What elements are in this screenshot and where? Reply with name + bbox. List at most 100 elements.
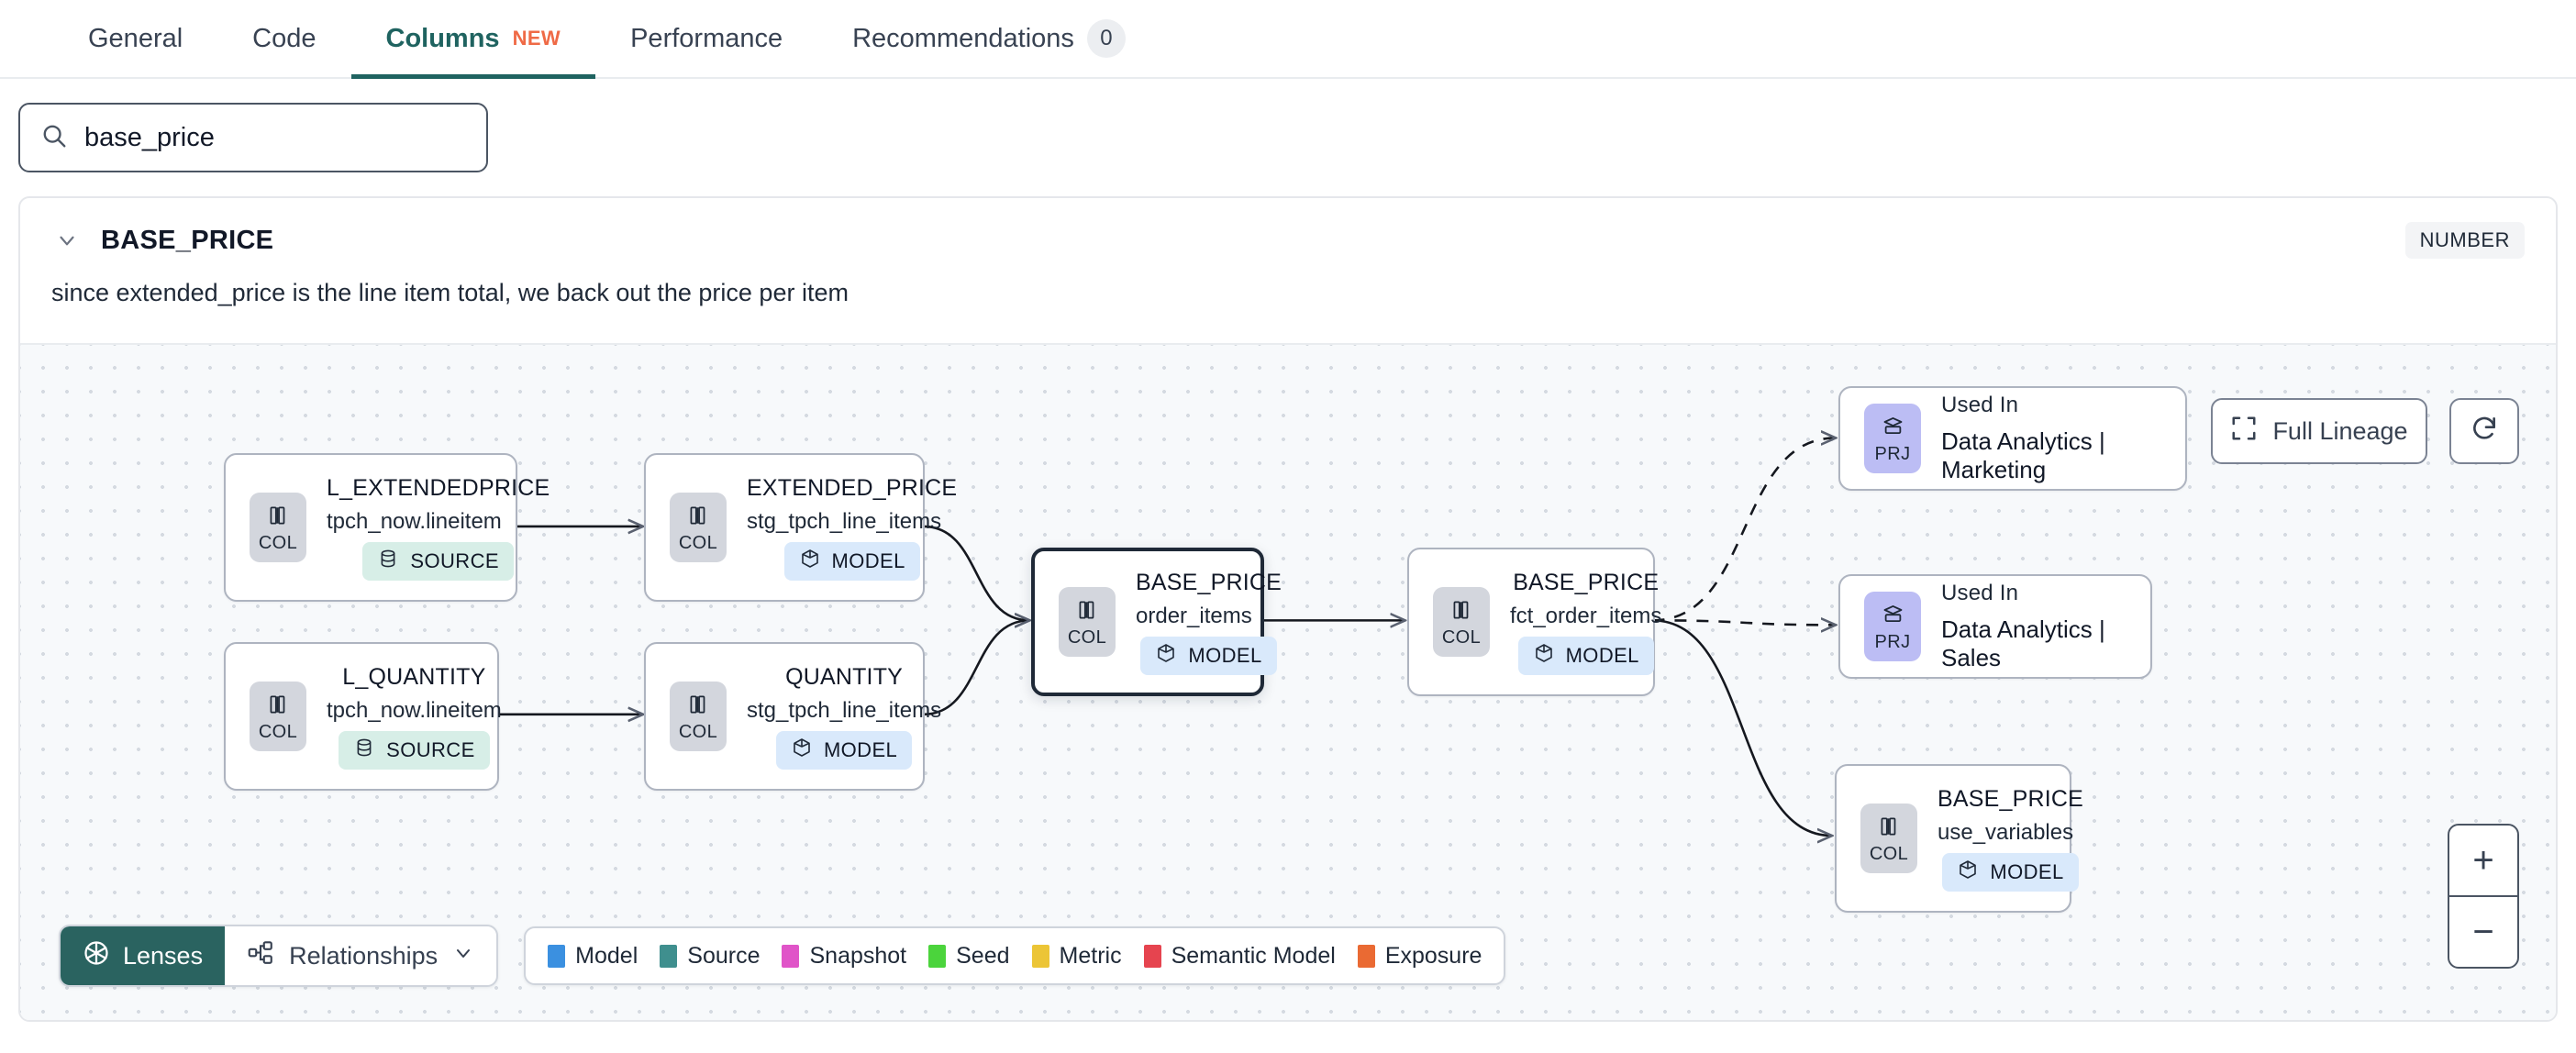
lineage-edge [1652,619,1832,836]
legend-item-seed[interactable]: Seed [928,942,1010,970]
column-type-badge: NUMBER [2404,222,2525,259]
cube-icon [1533,642,1555,670]
node-badge-label: PRJ [1874,444,1911,464]
zoom-in-button[interactable]: + [2472,839,2494,881]
tab-columns-label: Columns [385,23,500,53]
search-icon [40,122,68,154]
tab-general[interactable]: General [53,0,217,77]
recommendations-count-badge: 0 [1086,19,1126,58]
refresh-button[interactable] [2449,398,2519,464]
column-icon [266,504,290,532]
search-input[interactable] [84,122,466,153]
column-detail-card: BASE_PRICE NUMBER since extended_price i… [18,196,2558,1022]
node-type-pill: MODEL [1942,852,2079,892]
zoom-controls: + − [2448,824,2519,969]
lenses-button[interactable]: Lenses [61,926,226,985]
project-icon [1881,414,1905,443]
search-box[interactable] [18,103,488,172]
node-badge-label: COL [1441,626,1482,648]
legend-swatch [548,944,566,968]
cube-icon [791,737,813,764]
column-badge: COL [250,682,306,751]
node-title: Used In [1941,393,2019,417]
database-icon [377,548,399,575]
node-type-pill-label: MODEL [1990,859,2064,883]
column-badge: COL [1059,587,1116,657]
lineage-bottom-bar: Lenses Relationships [59,925,1506,987]
full-lineage-label: Full Lineage [2272,416,2408,445]
column-icon [1449,598,1473,626]
node-badge-label: PRJ [1874,632,1911,652]
legend-item-snapshot[interactable]: Snapshot [782,943,906,970]
column-icon [686,693,710,721]
column-icon [686,504,710,532]
column-badge: COL [1860,804,1917,873]
legend-item-model[interactable]: Model [548,943,638,970]
node-subtitle: Data Analytics | Sales [1941,615,2105,671]
aperture-icon [83,939,110,973]
legend-label: Seed [956,942,1010,969]
node-title: EXTENDED_PRICE [747,474,958,501]
tab-general-label: General [88,23,183,53]
node-badge-label: COL [1067,626,1107,648]
node-subtitle: fct_order_items [1510,603,1662,628]
column-icon [1877,815,1901,843]
tab-recommendations[interactable]: Recommendations 0 [817,0,1160,77]
tab-bar: General Code Columns NEW Performance Rec… [0,0,2576,79]
legend-swatch [782,944,800,968]
tab-columns[interactable]: Columns NEW [350,0,596,79]
lineage-edge [1652,438,1836,622]
page-title: BASE_PRICE [101,225,274,255]
node-type-pill: MODEL [775,730,913,770]
lineage-edge [1652,620,1836,625]
legend-item-semantic-model[interactable]: Semantic Model [1143,943,1336,970]
relationships-label: Relationships [289,941,439,970]
column-badge: COL [670,682,727,751]
tab-performance[interactable]: Performance [595,0,817,77]
expand-icon [2230,415,2258,449]
column-icon [266,693,290,721]
project-badge: PRJ [1864,592,1921,661]
node-type-pill-label: MODEL [1565,643,1639,667]
relationships-button[interactable]: Relationships [225,926,496,985]
chevron-down-icon[interactable] [51,225,83,256]
cube-icon [1155,642,1177,670]
lineage-node-used-in-data-analytics-marketing[interactable]: PRJ Used In Data Analytics | Marketing [1838,386,2187,491]
refresh-icon [2470,414,2499,449]
node-subtitle: order_items [1136,603,1252,628]
column-icon [1075,598,1099,626]
tab-code[interactable]: Code [217,0,350,77]
lenses-label: Lenses [123,941,204,970]
node-type-pill-label: SOURCE [386,737,475,761]
node-type-pill: SOURCE [339,730,490,770]
relationships-icon [247,939,274,973]
legend-item-exposure[interactable]: Exposure [1357,943,1482,970]
node-subtitle: tpch_now.lineitem [327,697,502,723]
node-type-pill: MODEL [1140,636,1277,675]
node-subtitle: Data Analytics | Marketing [1941,427,2105,483]
node-title: BASE_PRICE [1938,785,2084,812]
node-title: QUANTITY [785,663,904,690]
legend-item-metric[interactable]: Metric [1031,943,1122,970]
legend-swatch [1357,944,1375,968]
lenses-group: Lenses Relationships [59,925,499,987]
node-badge-label: COL [678,721,718,742]
legend-item-source[interactable]: Source [660,943,760,970]
node-type-pill: SOURCE [362,541,514,581]
full-lineage-button[interactable]: Full Lineage [2211,398,2427,464]
legend-swatch [1031,944,1049,968]
node-title: L_QUANTITY [342,663,486,690]
zoom-out-button[interactable]: − [2449,895,2517,967]
node-badge-label: COL [1869,843,1909,864]
node-subtitle: use_variables [1938,819,2074,845]
tab-new-badge: NEW [512,27,561,50]
